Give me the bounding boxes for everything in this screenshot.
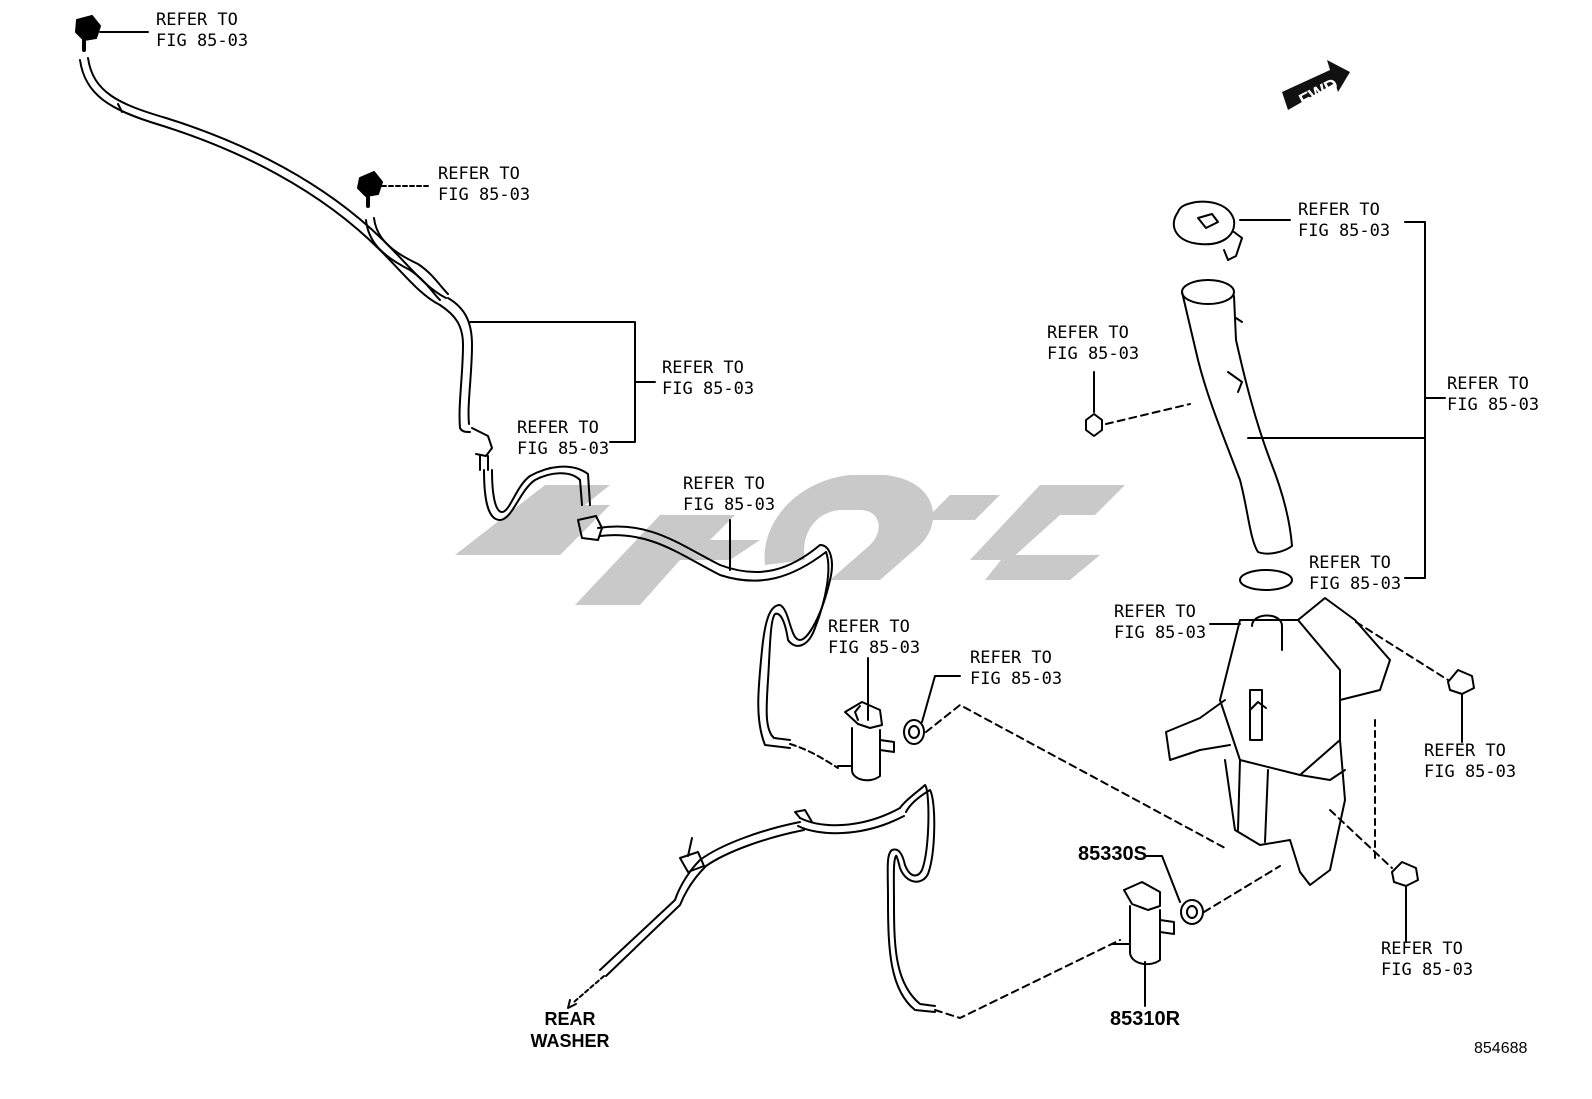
figure-number: 854688 bbox=[1474, 1040, 1528, 1057]
watermark-logo bbox=[455, 475, 1125, 605]
part-number-grommet: 85330S bbox=[1078, 843, 1147, 865]
part-number-rear-pump: 85310R bbox=[1110, 1008, 1181, 1030]
fwd-arrow-icon: FWD bbox=[1282, 60, 1350, 111]
